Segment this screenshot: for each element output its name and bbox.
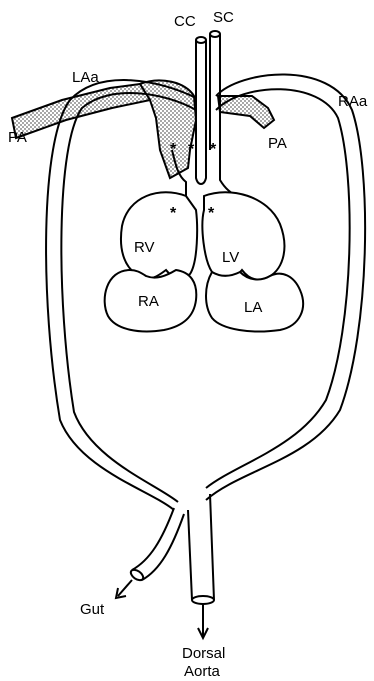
common-carotid: [196, 40, 206, 150]
marker-3: *: [210, 141, 217, 158]
label-gut: Gut: [80, 601, 105, 618]
label-la: LA: [244, 299, 262, 316]
label-laa: LAa: [72, 69, 99, 86]
label-cc: CC: [174, 13, 196, 30]
label-ra: RA: [138, 293, 159, 310]
marker-2: *: [188, 141, 195, 158]
dorsal-aorta-arrow: [198, 604, 208, 638]
label-pa-right: PA: [268, 135, 287, 152]
marker-5: *: [208, 205, 215, 222]
outflow-center: [196, 150, 206, 184]
label-raa: RAa: [338, 93, 368, 110]
subclavian: [210, 34, 220, 150]
gut-vessel: [132, 508, 184, 580]
label-rv: RV: [134, 239, 155, 256]
outflow-right: [220, 150, 238, 196]
gut-arrow: [116, 580, 132, 598]
dorsal-aorta: [188, 494, 214, 600]
label-sc: SC: [213, 9, 234, 26]
label-dorsal: Dorsal: [182, 645, 225, 662]
marker-4: *: [170, 205, 177, 222]
label-pa-left: PA: [8, 129, 27, 146]
label-aorta: Aorta: [184, 663, 221, 680]
marker-1: *: [170, 141, 177, 158]
left-ventricle: [202, 192, 284, 279]
right-ventricle: [121, 192, 197, 278]
label-lv: LV: [222, 249, 239, 266]
